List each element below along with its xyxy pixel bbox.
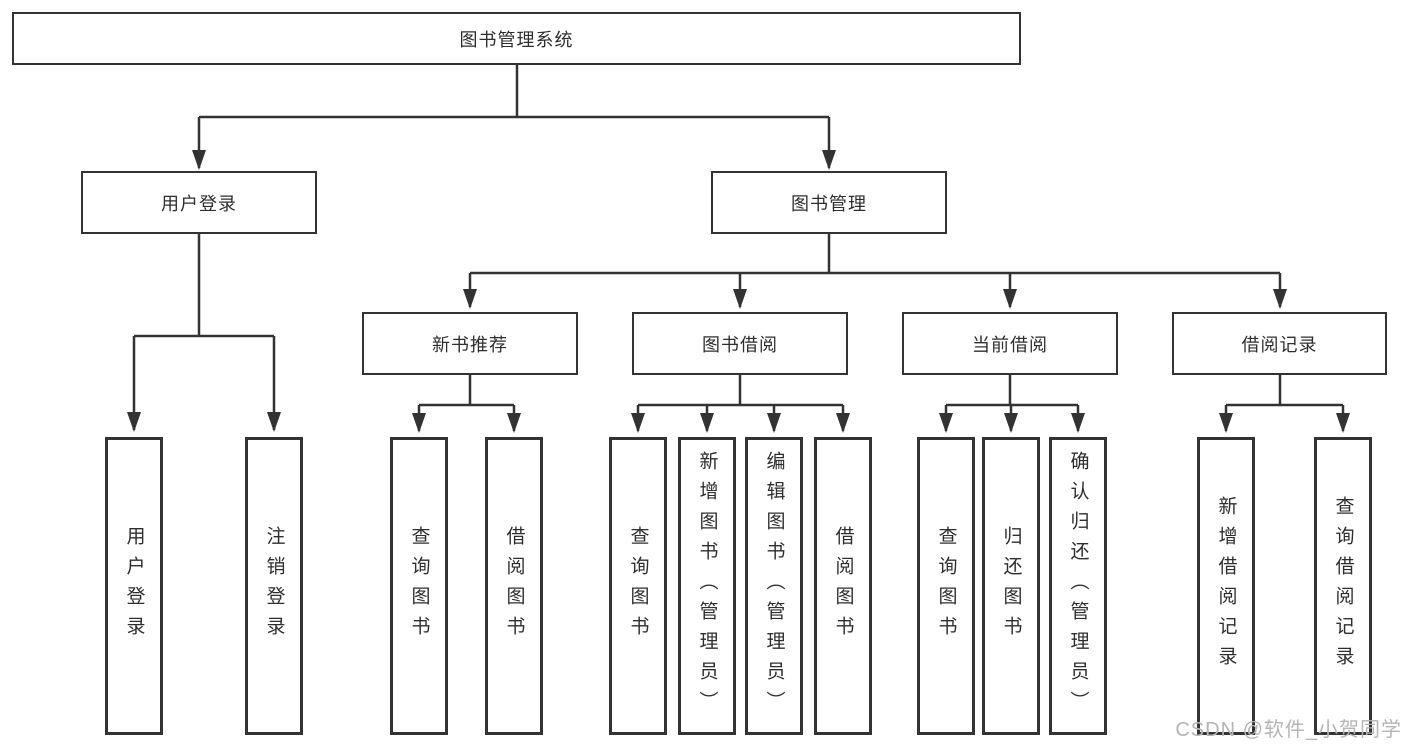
leaf-label: 查询图书 xyxy=(627,526,649,646)
leaf-user-login: 用户登录 xyxy=(105,437,163,735)
leaf-query-books-recommend: 查询图书 xyxy=(390,437,448,735)
leaf-borrow-books-recommend: 借阅图书 xyxy=(485,437,543,735)
leaf-label: 归还图书 xyxy=(1000,526,1022,646)
leaf-label: 注销登录 xyxy=(263,526,285,646)
leaf-edit-books-admin: 编辑图书（管理员） xyxy=(745,437,803,735)
node-current-borrow: 当前借阅 xyxy=(902,312,1118,375)
watermark: CSDN @软件_小贺同学 xyxy=(1175,719,1402,741)
leaf-query-books-current: 查询图书 xyxy=(917,437,975,735)
leaf-label: 用户登录 xyxy=(123,526,145,646)
leaf-label: 借阅图书 xyxy=(503,526,525,646)
leaf-label: 借阅图书 xyxy=(832,526,854,646)
node-book-borrow: 图书借阅 xyxy=(632,312,848,375)
leaf-label: 新增借阅记录 xyxy=(1215,496,1237,676)
leaf-label: 查询借阅记录 xyxy=(1332,496,1354,676)
leaf-label: 查询图书 xyxy=(935,526,957,646)
leaf-label: 编辑图书（管理员） xyxy=(763,451,785,721)
node-book-management: 图书管理 xyxy=(711,171,947,234)
node-borrow-records: 借阅记录 xyxy=(1172,312,1387,375)
leaf-borrow-books: 借阅图书 xyxy=(814,437,872,735)
leaf-add-borrow-record: 新增借阅记录 xyxy=(1197,437,1255,735)
leaf-add-books-admin: 新增图书（管理员） xyxy=(678,437,736,735)
node-new-book-recommend: 新书推荐 xyxy=(362,312,578,375)
leaf-confirm-return-admin: 确认归还（管理员） xyxy=(1049,437,1107,735)
node-user-login: 用户登录 xyxy=(81,171,317,234)
node-root-system: 图书管理系统 xyxy=(12,12,1021,65)
leaf-label: 查询图书 xyxy=(408,526,430,646)
leaf-label: 确认归还（管理员） xyxy=(1067,451,1089,721)
leaf-query-borrow-record: 查询借阅记录 xyxy=(1314,437,1372,735)
leaf-label: 新增图书（管理员） xyxy=(696,451,718,721)
leaf-query-books-borrow: 查询图书 xyxy=(609,437,667,735)
leaf-return-books: 归还图书 xyxy=(982,437,1040,735)
leaf-logout: 注销登录 xyxy=(245,437,303,735)
